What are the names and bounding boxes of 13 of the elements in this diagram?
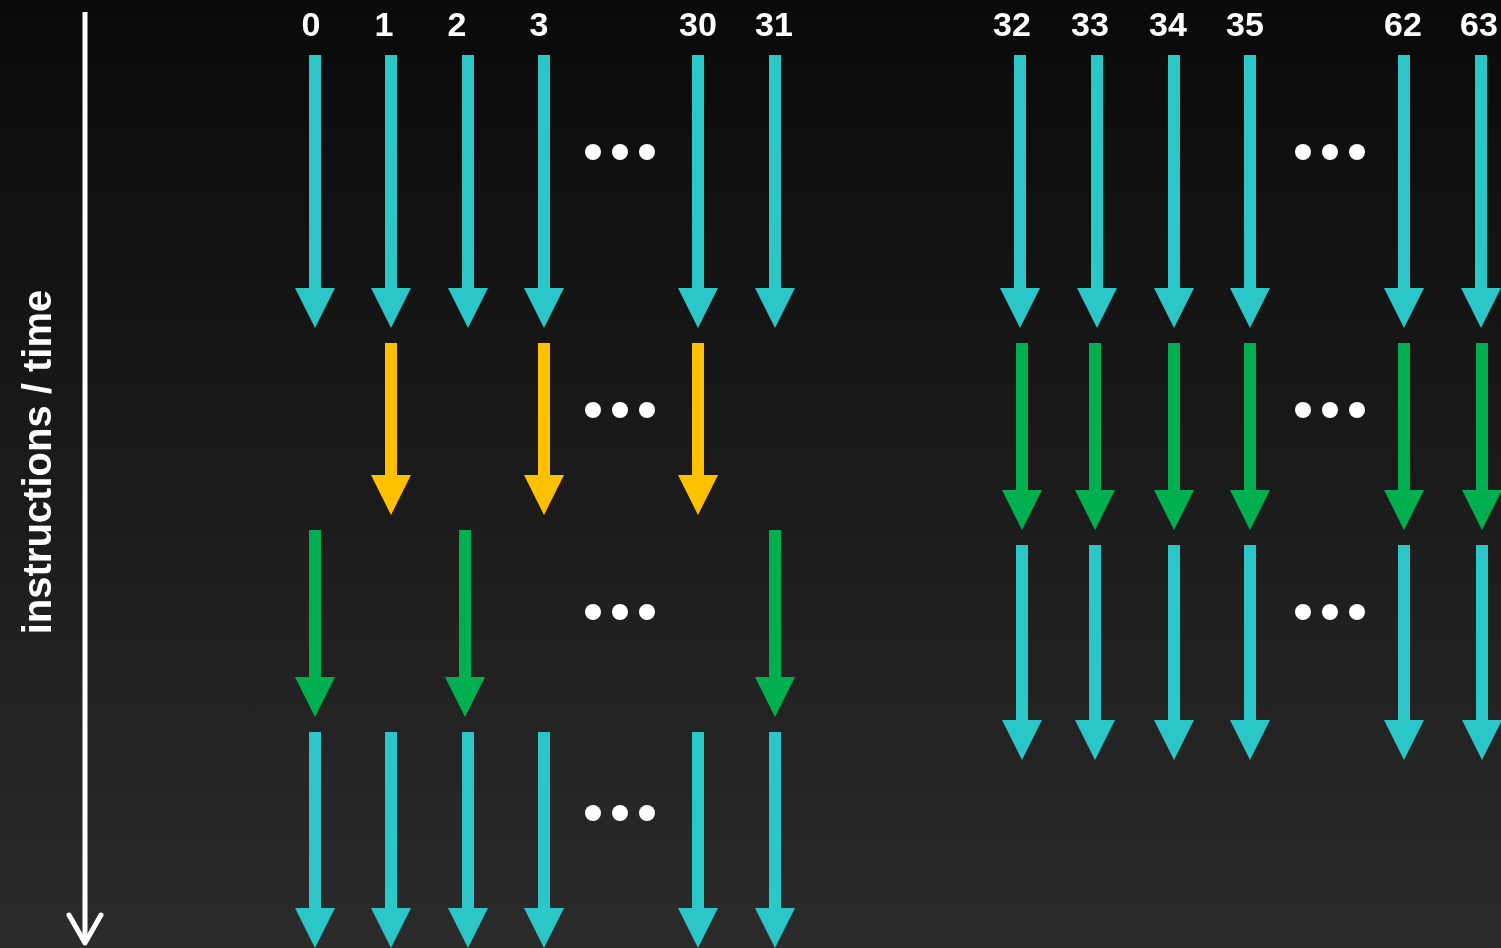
- thread-index-label: 2: [447, 6, 467, 42]
- thread-index-label: 3: [529, 6, 549, 42]
- thread-index-label: 35: [1226, 6, 1264, 42]
- thread-index-label: 31: [755, 6, 793, 42]
- axis-label: instructions / time: [15, 289, 59, 635]
- thread-index-label: 32: [993, 6, 1031, 42]
- thread-index-label: 0: [301, 6, 321, 42]
- thread-index-label: 63: [1460, 6, 1498, 42]
- thread-index-label: 30: [679, 6, 717, 42]
- thread-index-label: 62: [1384, 6, 1422, 42]
- thread-index-label: 33: [1071, 6, 1109, 42]
- thread-index-label: 1: [374, 6, 394, 42]
- thread-index-label: 34: [1149, 6, 1187, 42]
